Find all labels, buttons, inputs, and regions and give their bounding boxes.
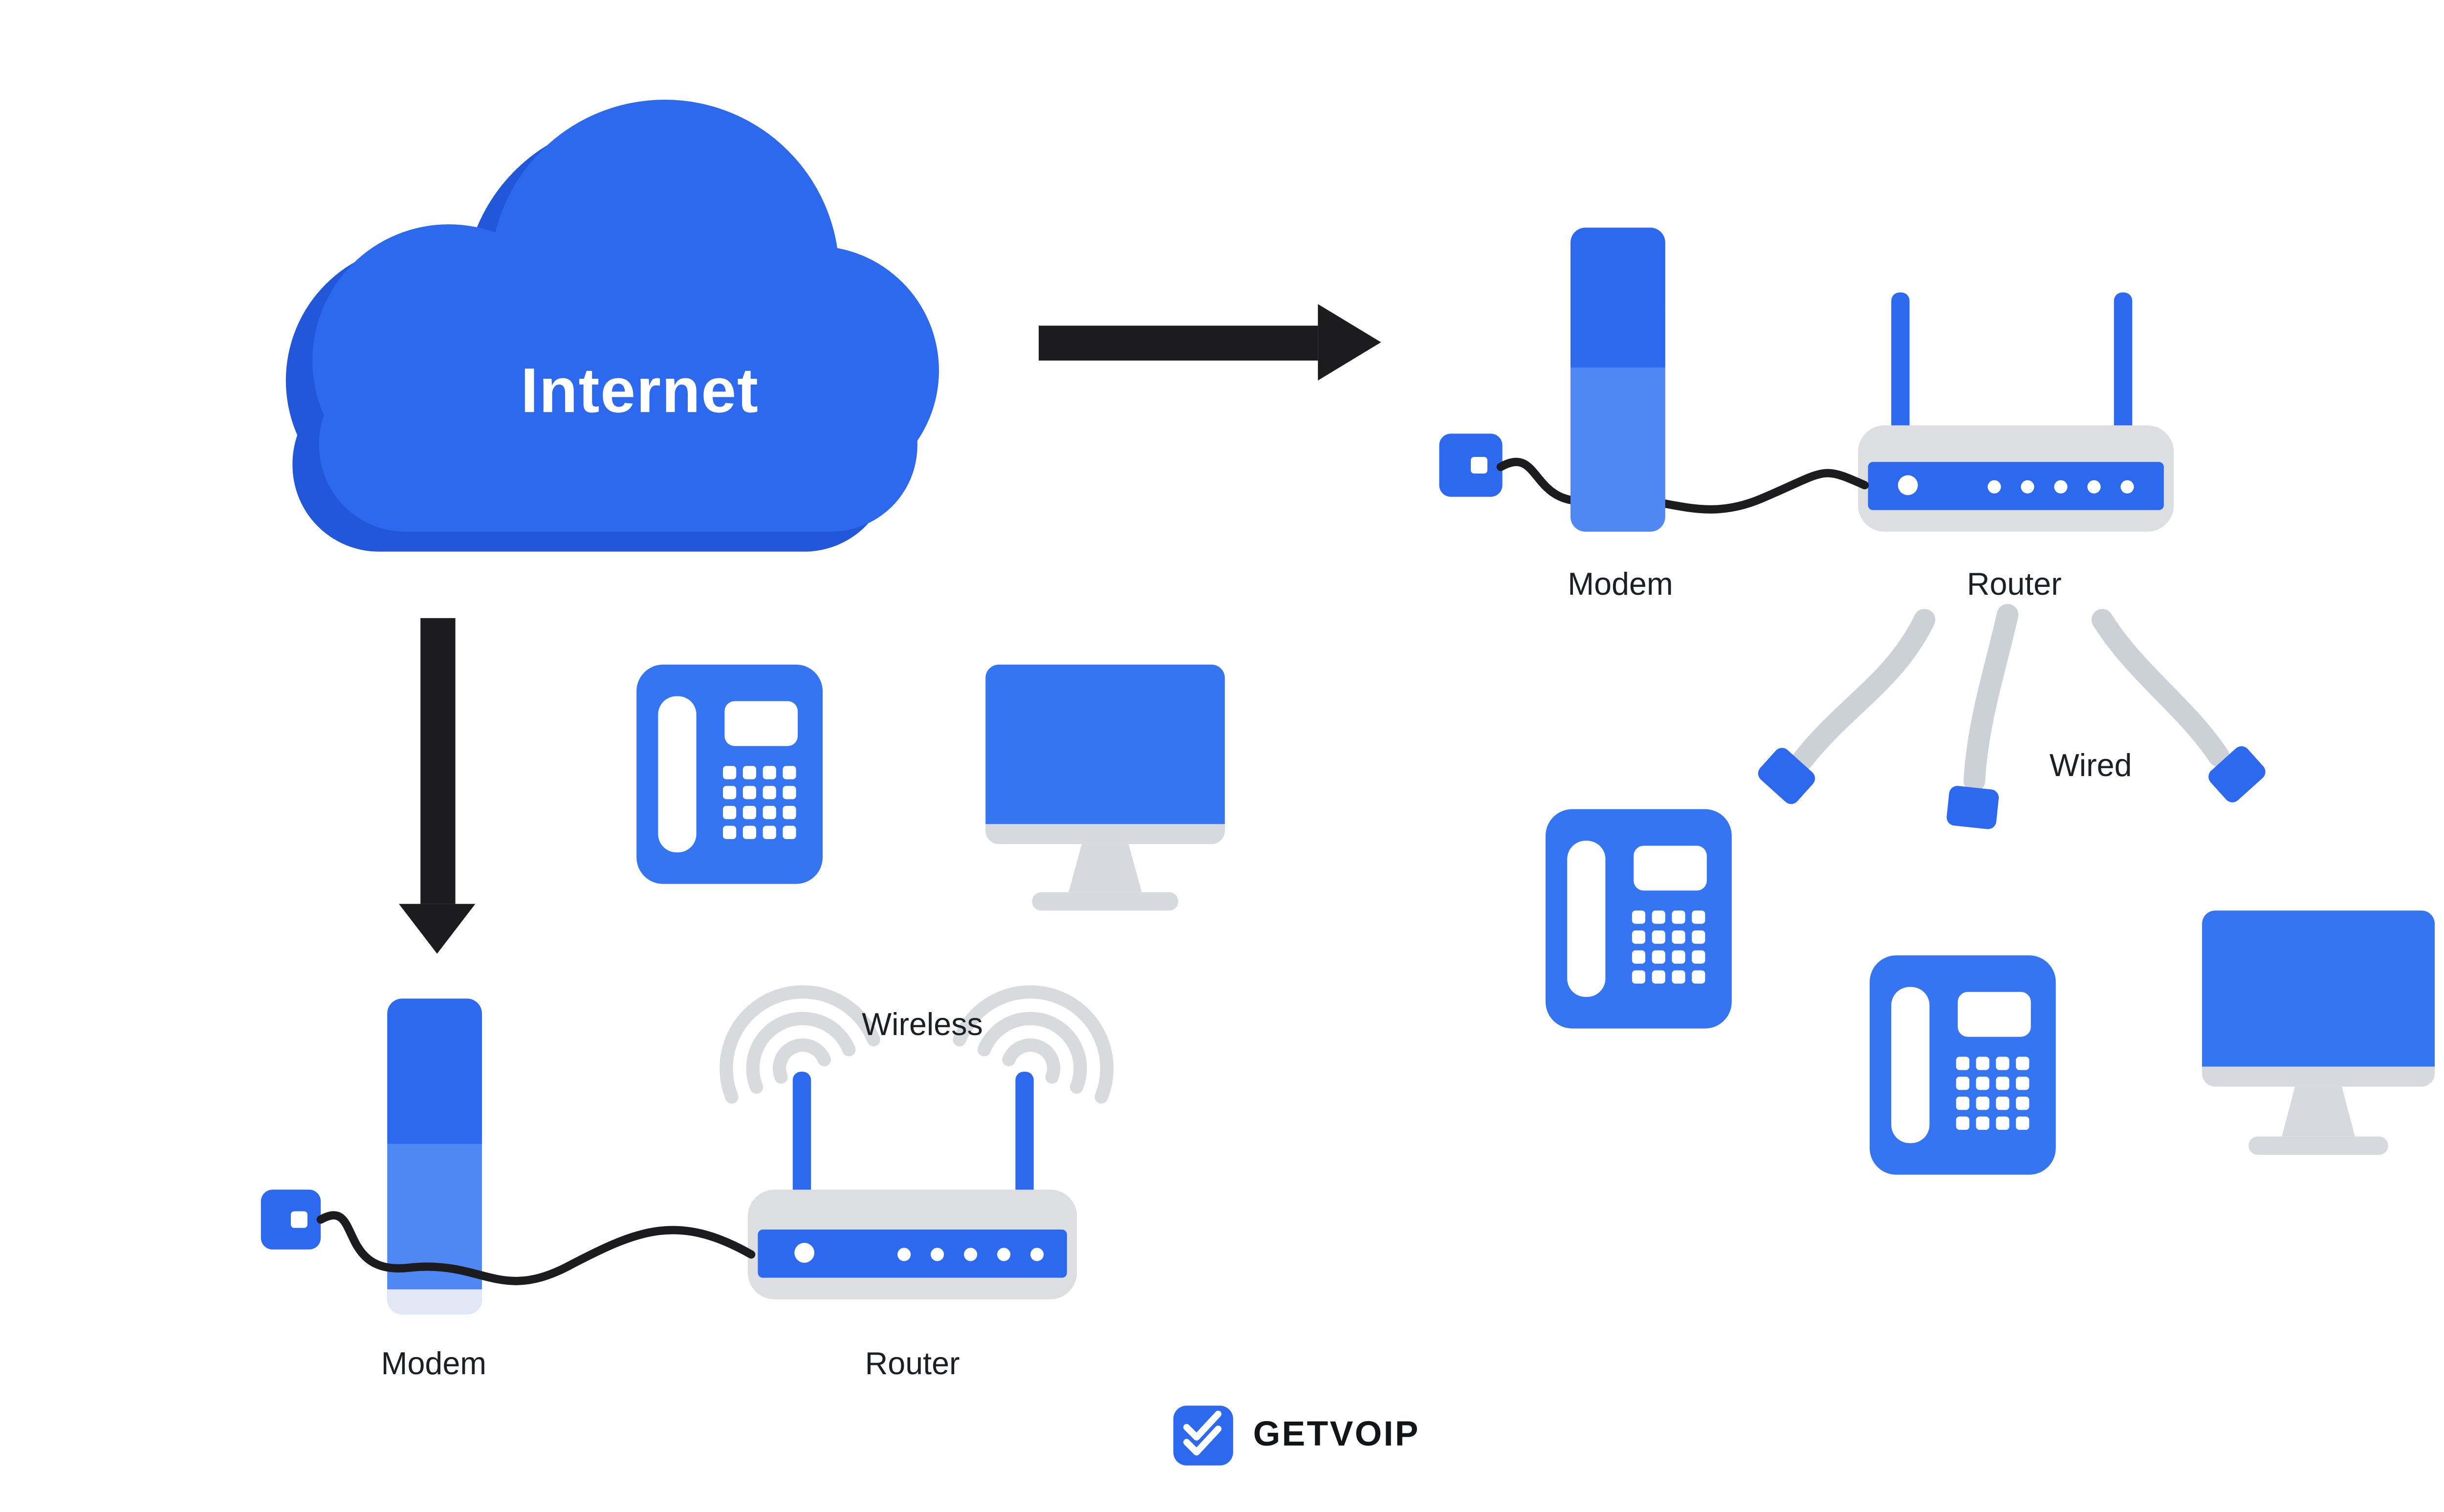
desk-phone [636,665,823,884]
desk-phone [1870,955,2056,1175]
phone-display [1958,992,2031,1037]
cloud-icon [285,100,939,552]
phone-display [724,701,798,746]
router-led-icon [2087,480,2101,494]
ethernet-plug-icon [1946,786,1999,829]
wireless-wall-jack [261,1189,321,1250]
phone-keypad [723,766,796,839]
router-led-icon [1987,480,2001,494]
wired-router [1858,292,2174,532]
router-led-icon [1898,475,1918,496]
wired-modem [1571,227,1665,532]
computer-monitor [985,665,1225,911]
router-antenna-icon [1015,1072,1034,1205]
router-led-icon [2054,480,2068,494]
phone-handset-icon [658,696,697,853]
monitor-base [1032,892,1178,911]
wired-router-label: Router [1966,568,2062,604]
monitor-stand [1069,844,1142,892]
monitor-base [2248,1136,2388,1155]
getvoip-logo-icon [1173,1405,1233,1466]
ethernet-plug-icon [2208,746,2266,802]
modem-base [387,1289,482,1315]
getvoip-logo-text: GETVOIP [1253,1415,1420,1454]
router-led-icon [2021,480,2034,494]
phone-handset-icon [1567,841,1606,997]
wifi-signal-icon [720,985,1113,1104]
router-led-icon [897,1248,911,1261]
ethernet-plug-icon [1758,748,1815,804]
wired-connection-label: Wired [2049,749,2132,784]
router-antenna-icon [792,1072,811,1205]
router-led-icon [997,1248,1011,1261]
router-led-icon [964,1248,978,1261]
wireless-modem-label: Modem [381,1347,487,1382]
double-checkmark-icon [1183,1410,1222,1456]
computer-monitor [2202,910,2435,1155]
router-antenna-icon [1891,292,1910,439]
ethernet-cables [1758,604,2266,829]
phone-handset-icon [1891,987,1930,1144]
router-led-icon [2120,480,2134,494]
wireless-connection-label: Wireless [862,1008,983,1044]
monitor-frame [2202,1066,2435,1087]
wireless-modem-cable [316,1211,756,1285]
internet-label: Internet [521,357,759,427]
phone-keypad [1632,910,1705,984]
wired-wall-jack [1439,433,1503,497]
wired-modem-cable [1496,457,1869,514]
wall-jack-port [1471,457,1487,474]
router-led-icon [1030,1248,1044,1261]
router-antenna-icon [2114,292,2133,439]
wireless-modem [387,998,482,1315]
monitor-screen [2202,910,2435,1067]
wireless-router [748,1072,1077,1314]
wall-jack-port [291,1211,307,1228]
monitor-screen [985,665,1225,824]
monitor-stand [2282,1086,2355,1137]
phone-display [1634,845,1707,891]
wireless-router-label: Router [865,1347,960,1382]
monitor-frame [985,824,1225,844]
internet-cloud: Internet [283,91,947,552]
router-led-icon [931,1248,944,1261]
router-led-icon [794,1243,814,1263]
phone-keypad [1956,1057,2029,1130]
wired-modem-label: Modem [1568,568,1673,604]
desk-phone [1546,809,1732,1029]
